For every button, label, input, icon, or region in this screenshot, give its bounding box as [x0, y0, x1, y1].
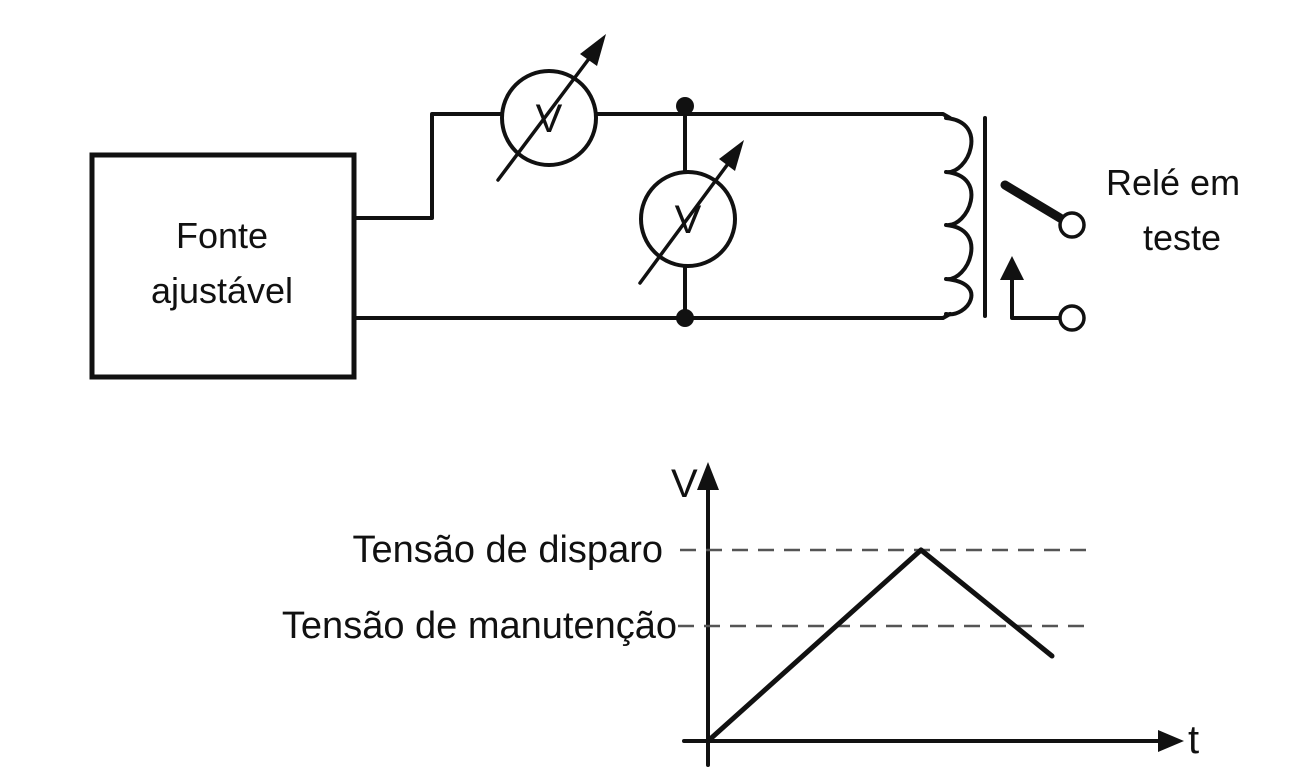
series-meter-arrowhead [580, 34, 606, 66]
relay-switch-arm [1000, 180, 1065, 223]
parallel-meter-arrow-shaft [638, 155, 735, 285]
relay-label-line1: Relé em [1106, 162, 1240, 203]
source-label-line2: ajustável [151, 270, 293, 311]
relay-actuator-arrowhead [1000, 256, 1024, 280]
graph-y-axis-label: V [671, 462, 698, 506]
source-label-line1: Fonte [176, 215, 268, 256]
parallel-meter-symbol: V [675, 198, 702, 242]
hold-voltage-label: Tensão de manutenção [282, 605, 677, 647]
source-box [89, 152, 357, 380]
relay-under-test: Relé em teste [944, 116, 1240, 332]
relay-actuator-line [1010, 276, 1062, 320]
parallel-meter-arrowhead [719, 140, 744, 171]
graph-y-axis-arrowhead [697, 462, 719, 490]
parallel-voltmeter: V [638, 140, 744, 285]
relay-label-line2: teste [1143, 217, 1221, 258]
series-meter-symbol: V [536, 97, 563, 141]
relay-terminal-bottom [1058, 304, 1086, 332]
voltage-time-graph: V t Tensão de disparo Tensão de manutenç… [282, 462, 1199, 767]
junction-top [676, 97, 694, 115]
graph-x-axis-arrowhead [1158, 730, 1184, 752]
bottom-wire [352, 312, 952, 320]
top-wire-source [352, 112, 505, 220]
series-meter-arrow-shaft [496, 50, 596, 182]
voltage-ramp-curve [705, 547, 1055, 744]
trip-voltage-label: Tensão de disparo [352, 529, 663, 571]
graph-x-axis-label: t [1188, 718, 1199, 762]
series-voltmeter: V [496, 34, 606, 182]
junction-bottom [676, 309, 694, 327]
top-wire-coil [593, 112, 952, 120]
relay-coil [944, 116, 974, 317]
relay-terminal-top [1058, 211, 1086, 239]
adjustable-source: Fonte ajustável [89, 152, 357, 380]
